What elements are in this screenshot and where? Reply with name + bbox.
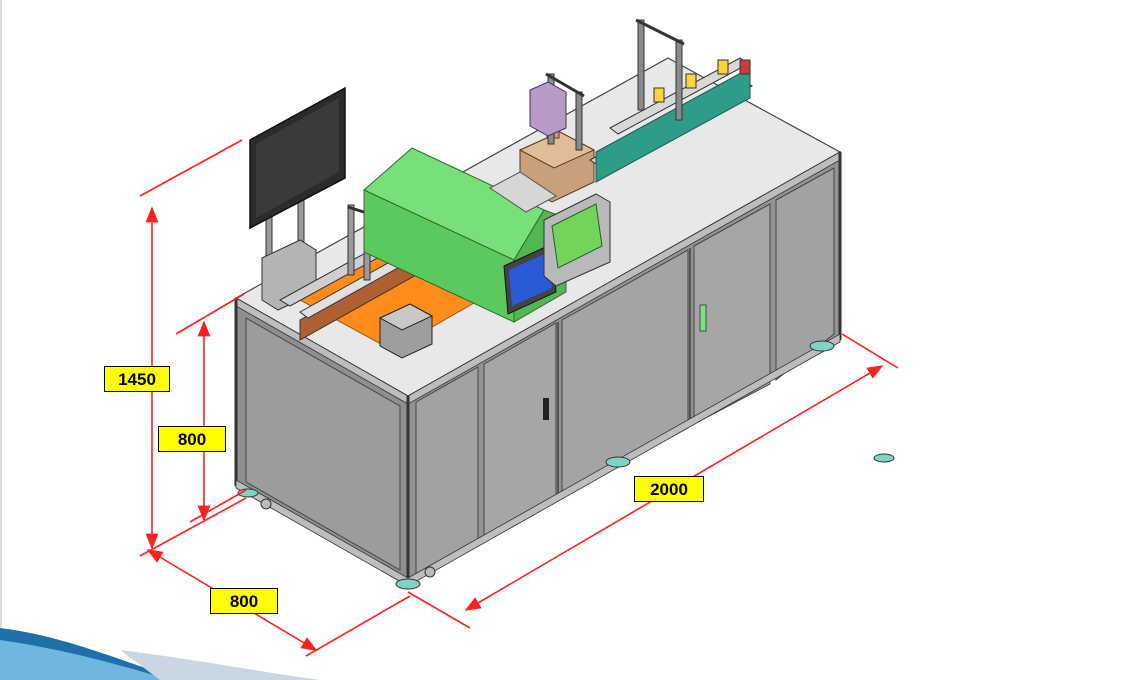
dimension-label-length: 2000 xyxy=(634,476,704,502)
door-handle-icon xyxy=(543,398,549,420)
dimension-label-height-table: 800 xyxy=(158,426,226,452)
corner-swoosh xyxy=(0,628,320,680)
monitor xyxy=(249,86,346,286)
control-panel xyxy=(543,193,611,287)
dimension-label-height-total: 1450 xyxy=(104,366,170,392)
heat-sink-block xyxy=(378,303,434,359)
right-conveyor xyxy=(529,18,753,183)
caster-wheel-icon xyxy=(260,498,436,578)
inner-conveyor xyxy=(489,171,557,213)
door-handle-icon xyxy=(699,304,707,332)
dimension-label-depth: 800 xyxy=(210,588,278,614)
dimension-lines xyxy=(139,139,899,657)
